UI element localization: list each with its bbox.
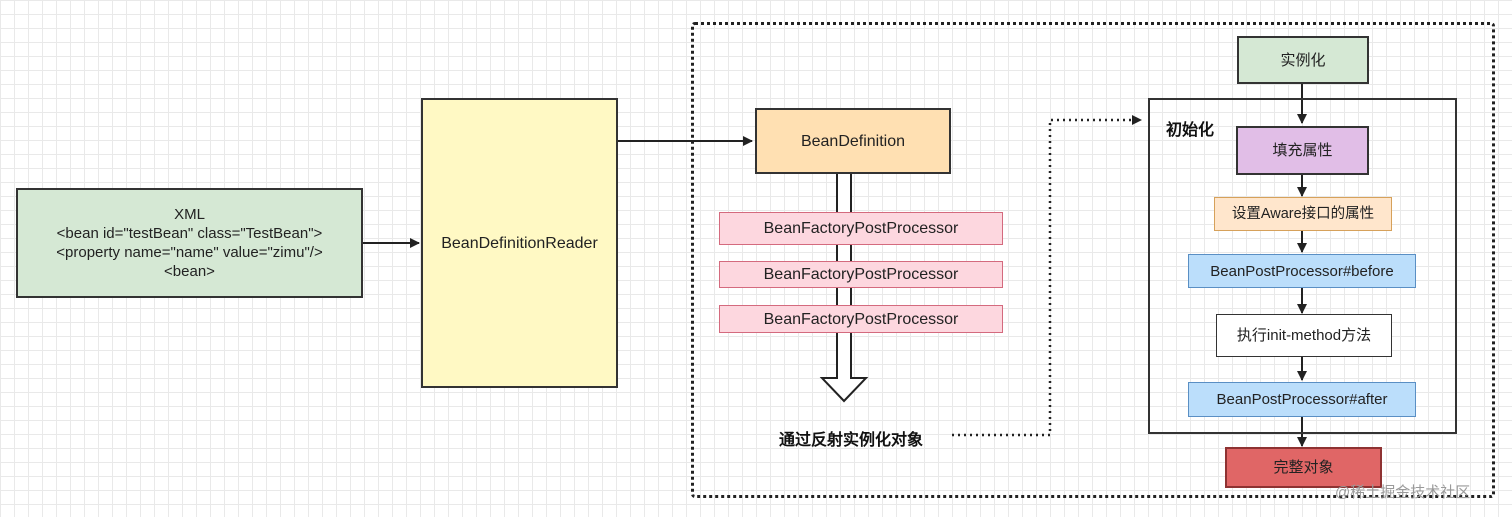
initialization-frame xyxy=(1148,98,1457,434)
instantiate-box[interactable]: 实例化 xyxy=(1237,36,1369,84)
bpp-before-label: BeanPostProcessor#before xyxy=(1210,262,1394,280)
bpp-after-box[interactable]: BeanPostProcessor#after xyxy=(1188,382,1416,417)
bpp-before-box[interactable]: BeanPostProcessor#before xyxy=(1188,254,1416,288)
complete-object-label: 完整对象 xyxy=(1273,459,1334,476)
bfpp-label-2: BeanFactoryPostProcessor xyxy=(763,266,959,283)
init-method-label: 执行init-method方法 xyxy=(1236,327,1372,344)
xml-line-1: XML xyxy=(174,206,205,223)
aware-properties-box[interactable]: 设置Aware接口的属性 xyxy=(1214,197,1392,231)
init-method-box[interactable]: 执行init-method方法 xyxy=(1216,314,1392,357)
definition-label: BeanDefinition xyxy=(800,132,906,150)
xml-line-3: <property name="name" value="zimu"/> xyxy=(56,244,323,261)
dotted-arrow-reflect-to-init xyxy=(952,115,1142,437)
xml-line-4: <bean> xyxy=(164,263,215,280)
xml-lines: XML <bean id="testBean" class="TestBean"… xyxy=(56,205,322,281)
reflect-instantiate-label: 通过反射实例化对象 xyxy=(779,432,924,449)
watermark-text: @稀土掘金技术社区 xyxy=(1335,484,1471,501)
fill-properties-box[interactable]: 填充属性 xyxy=(1236,126,1369,175)
container-dotted-frame xyxy=(691,22,1495,498)
fill-properties-label: 填充属性 xyxy=(1272,142,1333,159)
bean-factory-post-processor-2[interactable]: BeanFactoryPostProcessor xyxy=(719,261,1003,288)
complete-object-box[interactable]: 完整对象 xyxy=(1225,447,1382,488)
instantiate-label: 实例化 xyxy=(1280,51,1326,69)
bfpp-label-3: BeanFactoryPostProcessor xyxy=(763,310,959,328)
bean-definition-reader-box[interactable]: BeanDefinitionReader xyxy=(421,98,618,388)
bfpp-label-1: BeanFactoryPostProcessor xyxy=(763,220,959,237)
xml-config-box[interactable]: XML <bean id="testBean" class="TestBean"… xyxy=(16,188,363,298)
bean-factory-post-processor-3[interactable]: BeanFactoryPostProcessor xyxy=(719,305,1003,333)
initialization-title: 初始化 xyxy=(1166,122,1215,139)
bpp-after-label: BeanPostProcessor#after xyxy=(1216,391,1388,408)
reader-label: BeanDefinitionReader xyxy=(441,234,598,252)
bean-definition-box[interactable]: BeanDefinition xyxy=(755,108,951,174)
xml-line-2: <bean id="testBean" class="TestBean"> xyxy=(56,225,323,242)
aware-properties-label: 设置Aware接口的属性 xyxy=(1231,205,1375,222)
bean-factory-post-processor-1[interactable]: BeanFactoryPostProcessor xyxy=(719,212,1003,245)
